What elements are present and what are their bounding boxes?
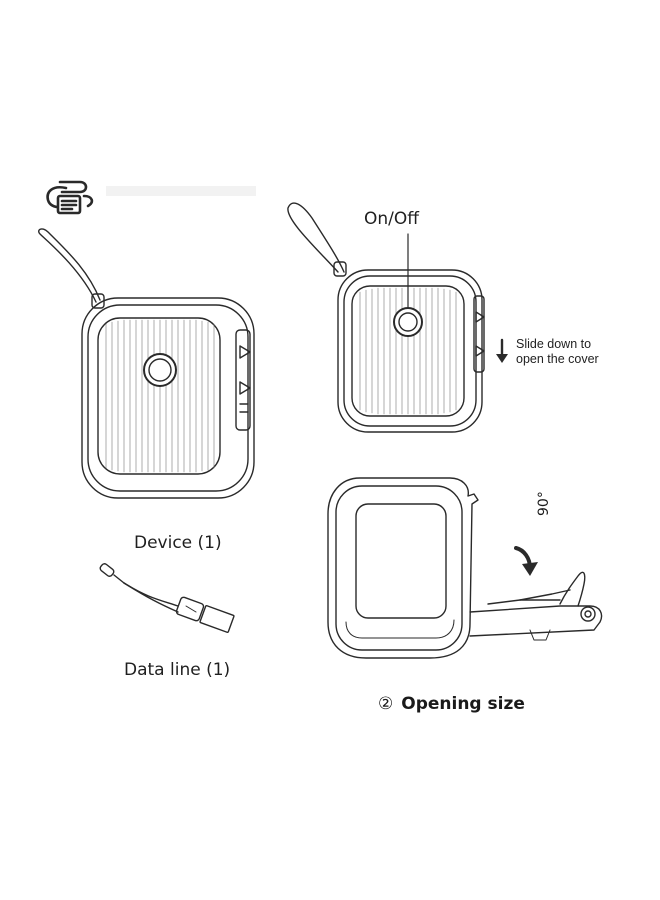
on-off-button	[393, 307, 423, 337]
device-side-latch	[235, 329, 251, 431]
device-label: Device (1)	[134, 533, 222, 553]
caption-marker: ②	[378, 694, 394, 714]
printer-icon	[46, 180, 94, 215]
device-illustration	[38, 228, 255, 499]
lanyard	[38, 228, 101, 303]
on-off-label: On/Off	[364, 209, 419, 229]
device-body	[81, 297, 255, 499]
usb-a-plug-body	[175, 596, 205, 622]
opened-device-illustration	[327, 477, 603, 659]
opened-tray	[469, 605, 603, 637]
opened-inner-window	[355, 503, 447, 619]
opened-body-outer	[327, 477, 479, 659]
device-front-body	[337, 269, 483, 433]
device-front-illustration	[287, 202, 485, 433]
usb-a-plug-head	[199, 604, 235, 634]
curved-arrow-icon	[514, 546, 538, 576]
data-line-label: Data line (1)	[124, 660, 231, 680]
caption-text: Opening size	[401, 694, 525, 714]
slide-instruction-line-2: open the cover	[516, 352, 599, 366]
cable	[123, 582, 179, 607]
device-panel	[97, 317, 221, 475]
faint-header-bar	[106, 186, 256, 196]
usb-c-plug	[99, 563, 115, 577]
lanyard-right	[287, 202, 345, 273]
opened-cover-flap	[559, 571, 586, 607]
slide-instruction-line-1: Slide down to	[516, 337, 592, 351]
data-line-illustration	[99, 563, 235, 634]
angle-label: 90°	[536, 491, 552, 516]
opening-size-caption: ② Opening size	[378, 694, 525, 714]
device-front-latch	[473, 295, 485, 373]
device-panel-ribs	[105, 319, 215, 473]
arrow-down-icon	[496, 338, 508, 363]
